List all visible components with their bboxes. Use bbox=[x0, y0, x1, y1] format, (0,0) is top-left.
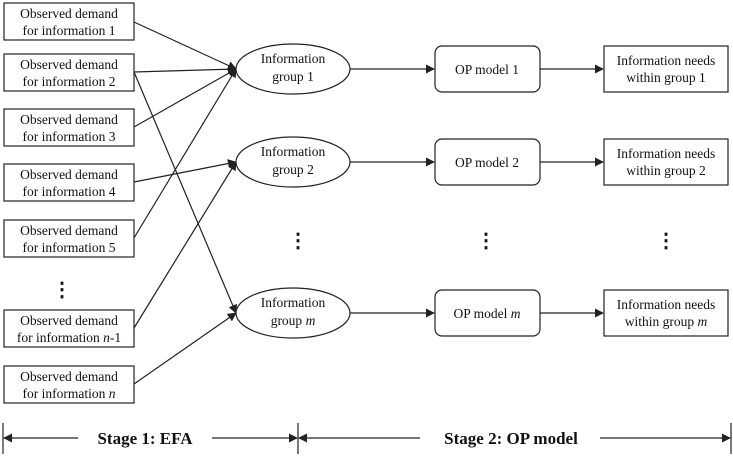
model-node-2: OP model 2 bbox=[434, 138, 541, 186]
input-node-n-minus-1-line1: Observed demand bbox=[20, 313, 118, 328]
input-node-4: Observed demand for information 4 bbox=[3, 163, 135, 202]
group-node-m-line1: Information bbox=[261, 295, 326, 310]
edge-input4-group2 bbox=[133, 159, 237, 183]
group-node-2: Information group 2 bbox=[235, 136, 351, 188]
stage-2-label: Stage 2: OP model bbox=[444, 429, 578, 448]
needs-node-2-line1: Information needs bbox=[617, 146, 716, 161]
group-node-2-line1: Information bbox=[261, 144, 326, 159]
input-node-1-line1: Observed demand bbox=[20, 6, 118, 21]
input-node-3-line2: for information 3 bbox=[23, 129, 116, 144]
needs-node-m: Information needs within group m bbox=[603, 289, 729, 337]
group-node-2-line2: group 2 bbox=[272, 162, 314, 177]
needs-node-1-line1: Information needs bbox=[617, 53, 716, 68]
edge-input2-group1 bbox=[133, 64, 237, 74]
stage-bracket-1: Stage 1: EFA bbox=[2, 423, 299, 454]
input-node-3-line1: Observed demand bbox=[20, 112, 118, 127]
input-ellipsis: ⋮ bbox=[52, 279, 72, 301]
input-node-2-line2: for information 2 bbox=[23, 74, 116, 89]
model-node-1: OP model 1 bbox=[434, 45, 541, 93]
needs-ellipsis: ⋮ bbox=[656, 230, 676, 252]
input-node-n-line1: Observed demand bbox=[20, 369, 118, 384]
needs-node-1-line2: within group 1 bbox=[626, 70, 706, 85]
model-node-m-label: OP model m bbox=[454, 306, 521, 321]
model-node-1-label: OP model 1 bbox=[455, 62, 519, 77]
edge-input2-groupm bbox=[133, 71, 237, 314]
group-node-1-line1: Information bbox=[261, 51, 326, 66]
edge-inputn-groupm bbox=[133, 312, 237, 385]
input-node-n: Observed demand for information n bbox=[3, 365, 135, 404]
input-node-5: Observed demand for information 5 bbox=[3, 219, 135, 258]
needs-node-m-line1: Information needs bbox=[617, 297, 716, 312]
group-node-m-line2: group m bbox=[271, 313, 316, 328]
input-node-3: Observed demand for information 3 bbox=[3, 108, 135, 147]
stage-bracket-2: Stage 2: OP model bbox=[298, 423, 732, 454]
edge-input1-group1 bbox=[133, 21, 237, 70]
input-node-5-line2: for information 5 bbox=[23, 240, 116, 255]
model-ellipsis: ⋮ bbox=[476, 230, 496, 252]
input-node-n-line2: for information n bbox=[23, 386, 116, 401]
input-node-n-minus-1-line2: for information n-1 bbox=[17, 330, 121, 345]
input-node-5-line1: Observed demand bbox=[20, 223, 118, 238]
input-node-1: Observed demand for information 1 bbox=[3, 2, 135, 41]
model-node-m: OP model m bbox=[434, 289, 541, 337]
input-node-4-line1: Observed demand bbox=[20, 167, 118, 182]
input-node-1-line2: for information 1 bbox=[23, 23, 116, 38]
input-node-4-line2: for information 4 bbox=[23, 184, 116, 199]
group-node-1: Information group 1 bbox=[235, 43, 351, 95]
model-node-2-label: OP model 2 bbox=[455, 155, 519, 170]
input-node-2: Observed demand for information 2 bbox=[3, 53, 135, 92]
group-ellipsis: ⋮ bbox=[288, 230, 308, 252]
needs-node-m-line2: within group m bbox=[625, 314, 708, 329]
edge-input3-group1 bbox=[133, 68, 237, 128]
edge-inputn1-group2 bbox=[133, 161, 237, 329]
needs-node-2: Information needs within group 2 bbox=[603, 138, 729, 186]
stage-1-label: Stage 1: EFA bbox=[97, 429, 193, 448]
needs-node-1: Information needs within group 1 bbox=[603, 45, 729, 93]
group-node-m: Information group m bbox=[235, 287, 351, 339]
input-node-2-line1: Observed demand bbox=[20, 57, 118, 72]
edge-input5-group1 bbox=[133, 68, 237, 239]
input-node-n-minus-1: Observed demand for information n-1 bbox=[3, 309, 135, 348]
group-node-1-line2: group 1 bbox=[272, 69, 314, 84]
needs-node-2-line2: within group 2 bbox=[626, 163, 706, 178]
